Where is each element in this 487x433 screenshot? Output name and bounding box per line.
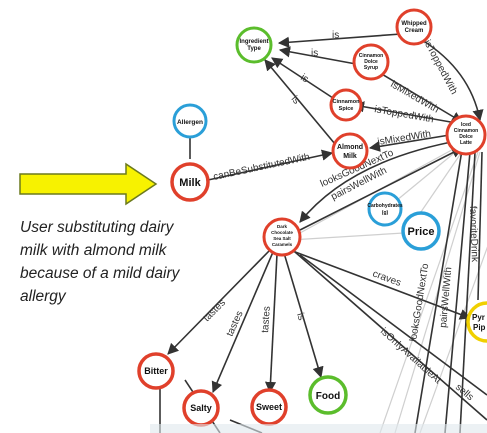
edge-label-tastes-1: tastes	[201, 297, 228, 324]
edge-label-tastes-3: tastes	[260, 306, 273, 333]
edge-label-is-3: is	[298, 72, 310, 85]
node-salty[interactable]: Salty	[182, 389, 220, 427]
edge-label-is-2: is	[311, 48, 318, 59]
edge-label-favorite-drink: favoriteDrink	[467, 206, 480, 263]
node-price-label: Price	[408, 226, 435, 238]
node-food[interactable]: Food	[308, 375, 348, 415]
edge-label-can-be-substituted-with: canBeSubstitutedWith	[212, 152, 311, 183]
node-sweet[interactable]: Sweet	[250, 388, 288, 426]
edge-label-is-1: is	[332, 30, 339, 41]
node-milk[interactable]: Milk	[170, 162, 210, 202]
node-bitter-label: Bitter	[144, 366, 168, 376]
node-food-label: Food	[316, 391, 340, 402]
bottom-band	[150, 424, 487, 433]
node-milk-label: Milk	[179, 177, 201, 189]
caption-text: User substituting dairy milk with almond…	[20, 219, 180, 305]
edge-label-is-4: is	[289, 94, 302, 107]
relationship-edges	[159, 33, 487, 433]
edge-label-pairs-well-with-2: pairsWellWith	[438, 267, 454, 329]
highlight-arrow-icon	[19, 162, 158, 206]
node-allergen-label: Allergen	[177, 119, 203, 126]
node-bitter[interactable]: Bitter	[137, 352, 175, 390]
node-salty-label: Salty	[190, 403, 212, 413]
edge-labels: is is is is isToppedWith isMixedWith isT…	[201, 30, 480, 403]
node-sweet-label: Sweet	[256, 402, 282, 412]
node-allergen[interactable]: Allergen	[172, 103, 208, 139]
node-carbohydrates-label: Carbohydrates(g)	[367, 203, 403, 216]
edge-label-is-5: is	[294, 312, 307, 322]
node-carbohydrates[interactable]: Carbohydrates(g)	[367, 191, 403, 227]
edge-label-is-mixed-with-2: isMixedWith	[377, 129, 432, 148]
node-price[interactable]: Price	[401, 211, 441, 251]
